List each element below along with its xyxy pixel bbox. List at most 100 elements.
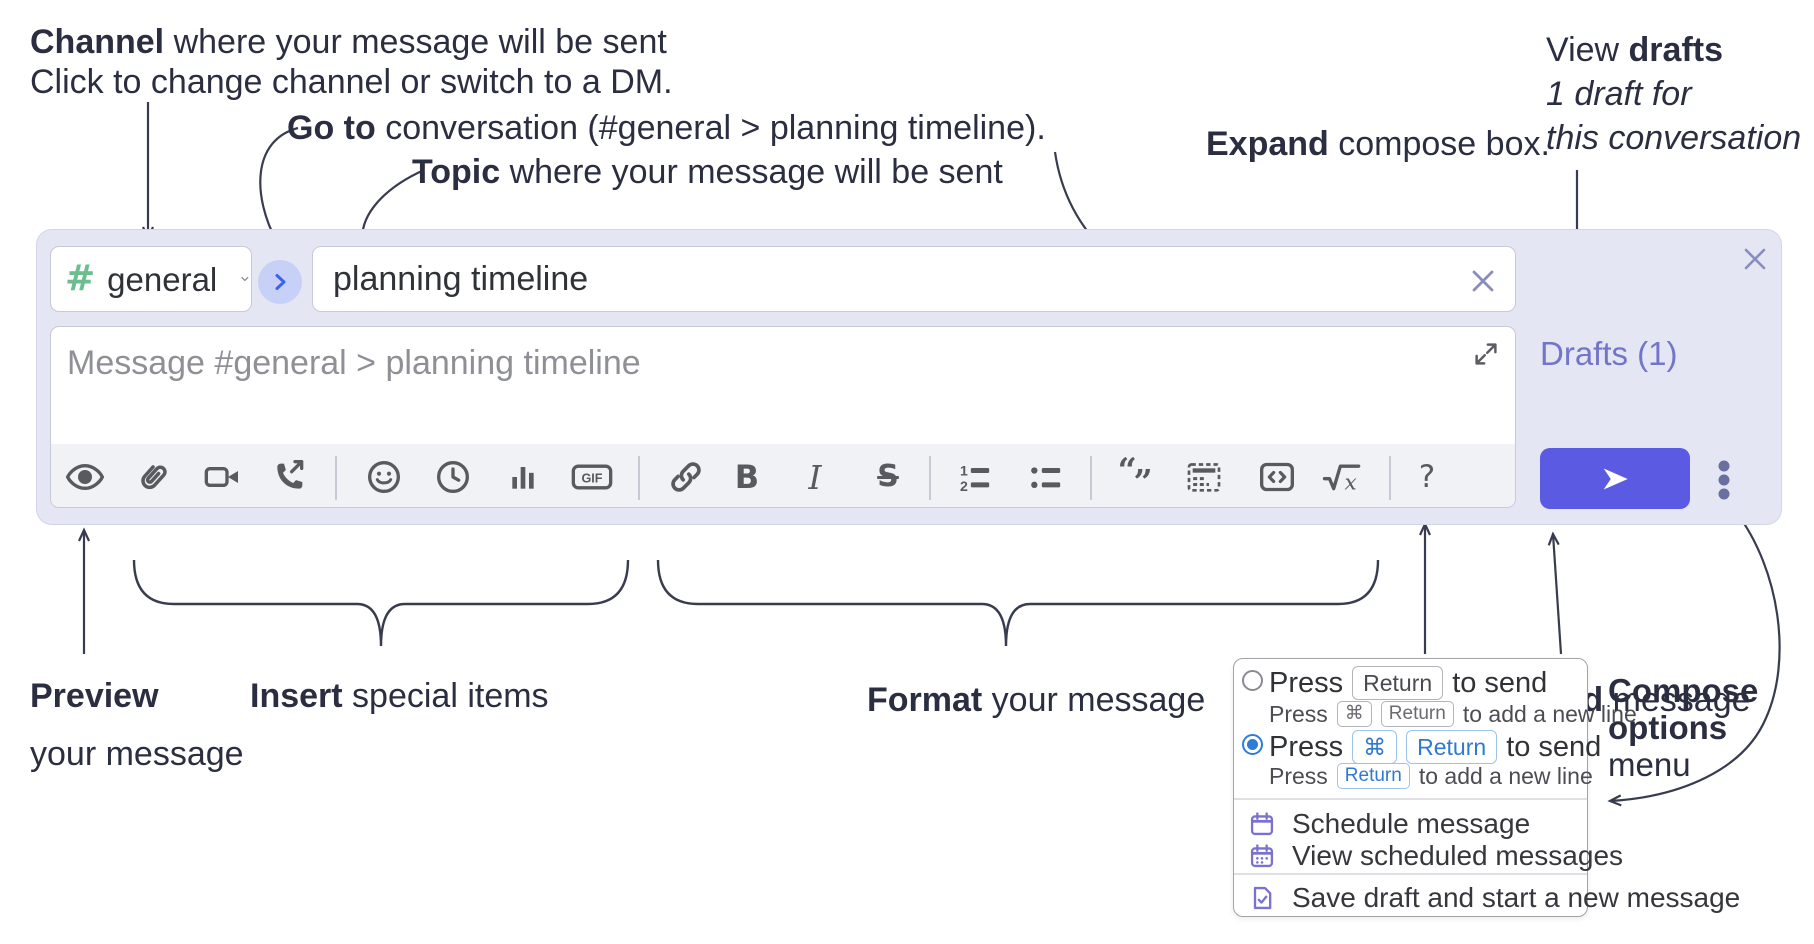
option-return-to-send-sub: Press ⌘ Return to add a new line bbox=[1269, 701, 1637, 727]
chevron-right-icon bbox=[275, 274, 286, 290]
code-icon bbox=[1259, 462, 1294, 492]
spoiler-icon bbox=[1187, 463, 1221, 492]
math-sqrt-icon: x bbox=[1322, 464, 1361, 496]
toolbar-divider bbox=[1090, 456, 1092, 500]
preview-button[interactable] bbox=[63, 455, 107, 499]
numbered-list-icon: 1 2 bbox=[960, 463, 990, 495]
chevron-down-icon bbox=[241, 276, 249, 282]
option-return-to-send[interactable]: Press Return to send bbox=[1269, 666, 1548, 700]
menu-divider bbox=[1234, 798, 1587, 800]
menu-item-schedule-message[interactable]: Schedule message bbox=[1248, 809, 1530, 839]
send-arrow bbox=[1547, 531, 1563, 655]
calendar-icon bbox=[1250, 812, 1274, 836]
bulleted-list-icon bbox=[1031, 467, 1061, 488]
bold-icon: B bbox=[734, 458, 760, 496]
cmd-keycap: ⌘ bbox=[1336, 701, 1372, 727]
italic-button[interactable]: I bbox=[793, 455, 837, 499]
radio-cmd-return-to-send[interactable] bbox=[1242, 734, 1263, 755]
gif-button[interactable]: GIF bbox=[570, 455, 614, 499]
channel-annotation-line2: Click to change channel or switch to a D… bbox=[30, 63, 673, 101]
preview-annotation-line1: Preview bbox=[30, 677, 159, 715]
view-drafts-annotation: View drafts 1 draft for this conversatio… bbox=[1546, 31, 1802, 157]
formatting-help-button[interactable]: ? bbox=[1405, 455, 1449, 499]
svg-text:2: 2 bbox=[960, 479, 968, 495]
attach-file-button[interactable] bbox=[131, 455, 175, 499]
quote-icon: “ ” bbox=[1118, 457, 1153, 497]
video-call-button[interactable] bbox=[200, 455, 244, 499]
option-cmd-return-to-send[interactable]: Press ⌘ Return to send bbox=[1269, 730, 1602, 764]
voice-call-button[interactable] bbox=[267, 455, 311, 499]
svg-text:”: ” bbox=[1134, 463, 1153, 497]
compose-options-button[interactable] bbox=[1712, 458, 1736, 502]
topic-annotation: Topic where your message will be sent bbox=[412, 153, 1003, 191]
menu-item-save-draft[interactable]: Save draft and start a new message bbox=[1248, 883, 1740, 913]
return-keycap: Return bbox=[1352, 666, 1444, 700]
toolbar-divider bbox=[929, 456, 931, 500]
menu-divider bbox=[1234, 873, 1587, 875]
spoiler-button[interactable] bbox=[1182, 455, 1226, 499]
menu-item-view-scheduled-messages[interactable]: View scheduled messages bbox=[1248, 841, 1623, 871]
go-to-conversation-button[interactable] bbox=[258, 260, 302, 304]
svg-text:“: “ bbox=[1118, 457, 1137, 490]
send-plane-icon bbox=[1603, 468, 1628, 489]
insert-link-button[interactable] bbox=[664, 455, 708, 499]
insert-annotation: Insert special items bbox=[250, 677, 549, 715]
expand-annotation: Expand compose box. bbox=[1206, 125, 1550, 163]
poll-button[interactable] bbox=[501, 455, 545, 499]
strikethrough-icon: S bbox=[877, 459, 899, 494]
goto-annotation: Go to conversation (#general > planning … bbox=[287, 109, 1046, 147]
eye-icon bbox=[65, 463, 105, 491]
clear-topic-icon[interactable] bbox=[1468, 266, 1498, 296]
return-keycap: Return bbox=[1380, 701, 1454, 727]
bold-button[interactable]: B bbox=[725, 455, 769, 499]
insert-brace bbox=[132, 559, 630, 647]
link-icon bbox=[671, 462, 701, 492]
cmd-keycap: ⌘ bbox=[1352, 730, 1398, 764]
vertical-ellipsis-icon bbox=[1718, 460, 1730, 500]
channel-selector-button[interactable]: # general bbox=[50, 246, 252, 312]
compose-options-menu: Press Return to send Press ⌘ Return to a… bbox=[1233, 658, 1740, 917]
close-compose-icon[interactable] bbox=[1739, 243, 1771, 275]
paperclip-icon bbox=[141, 465, 167, 490]
toolbar-divider bbox=[335, 456, 337, 500]
compose-options-annotation: Compose options menu bbox=[1608, 672, 1759, 783]
toolbar-divider bbox=[1389, 456, 1391, 500]
gif-icon: GIF bbox=[571, 464, 613, 490]
preview-annotation-line2: your message bbox=[30, 735, 244, 773]
bulleted-list-button[interactable] bbox=[1024, 455, 1068, 499]
return-keycap: Return bbox=[1336, 763, 1410, 789]
code-button[interactable] bbox=[1255, 455, 1299, 499]
quote-button[interactable]: “ ” bbox=[1114, 455, 1158, 499]
save-draft-icon bbox=[1253, 886, 1272, 910]
question-mark-icon: ? bbox=[1418, 458, 1436, 495]
phone-call-icon bbox=[277, 460, 304, 489]
send-button[interactable] bbox=[1540, 448, 1690, 509]
format-annotation: Format your message bbox=[867, 681, 1206, 719]
channel-name: general bbox=[107, 260, 218, 298]
italic-icon: I bbox=[808, 457, 822, 497]
clock-icon bbox=[436, 460, 470, 494]
svg-text:1: 1 bbox=[960, 463, 968, 479]
bar-chart-icon bbox=[512, 467, 534, 489]
emoji-button[interactable] bbox=[362, 455, 406, 499]
numbered-list-button[interactable]: 1 2 bbox=[953, 455, 997, 499]
svg-text:x: x bbox=[1345, 471, 1357, 496]
video-camera-icon bbox=[204, 467, 238, 487]
format-brace bbox=[656, 559, 1380, 647]
strikethrough-button[interactable]: S bbox=[866, 455, 910, 499]
calendar-scheduled-icon bbox=[1250, 844, 1274, 868]
svg-text:GIF: GIF bbox=[581, 472, 602, 486]
global-time-button[interactable] bbox=[431, 455, 475, 499]
message-input[interactable] bbox=[51, 327, 1515, 444]
smiley-icon bbox=[367, 460, 401, 494]
topic-input[interactable] bbox=[312, 246, 1516, 312]
drafts-link[interactable]: Drafts (1) bbox=[1540, 335, 1678, 372]
toolbar-divider bbox=[638, 456, 640, 500]
math-button[interactable]: x bbox=[1320, 455, 1364, 499]
option-cmd-return-to-send-sub: Press Return to add a new line bbox=[1269, 763, 1593, 789]
channel-annotation-line1: Channel where your message will be sent bbox=[30, 23, 667, 61]
channel-hash-icon: # bbox=[65, 258, 96, 299]
radio-return-to-send[interactable] bbox=[1242, 670, 1263, 691]
expand-compose-icon[interactable] bbox=[1471, 339, 1501, 369]
